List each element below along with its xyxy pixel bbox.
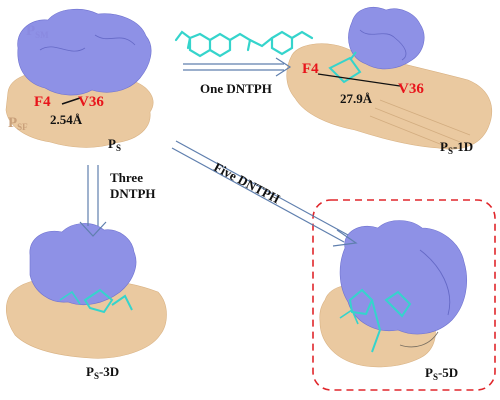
dntph-molecule-icon [174,30,314,58]
caption-ps: PS [108,136,121,153]
ps-sm-domain [17,8,152,96]
caption-ps-1d: PS-1D [440,139,474,156]
protein-ps [5,8,154,148]
arrow-five-dntph [171,140,358,247]
protein-ps-1d [286,7,493,150]
residue-f4-before: F4 [34,94,51,110]
arrow-three-label-line1: Three [110,170,143,185]
protein-ps-3d [6,223,167,359]
ps1d-sm-domain [348,7,425,70]
ps5d-sm-domain [339,220,467,335]
arrow-three-dntph [79,165,107,237]
arrow-three-label-line2: DNTPH [110,186,156,201]
caption-ps-5d: PS-5D [425,365,459,382]
label-psm: PSM [26,23,49,40]
distance-line-after [317,73,401,87]
residue-v36-after: V36 [398,81,424,97]
protein-ps-5d [319,220,467,368]
caption-ps-3d: PS-3D [86,364,120,381]
ps3d-sm-domain [29,223,137,305]
arrow-one-dntph [183,57,292,77]
distance-after-label: 27.9Å [340,91,373,106]
label-psf: PSF [8,115,28,132]
residue-f4-after: F4 [302,61,319,77]
highlight-box [312,199,496,391]
distance-line-before [61,97,81,105]
residue-v36-before: V36 [78,94,104,110]
arrow-one-label: One DNTPH [200,81,272,96]
distance-before-label: 2.54Å [50,112,83,127]
